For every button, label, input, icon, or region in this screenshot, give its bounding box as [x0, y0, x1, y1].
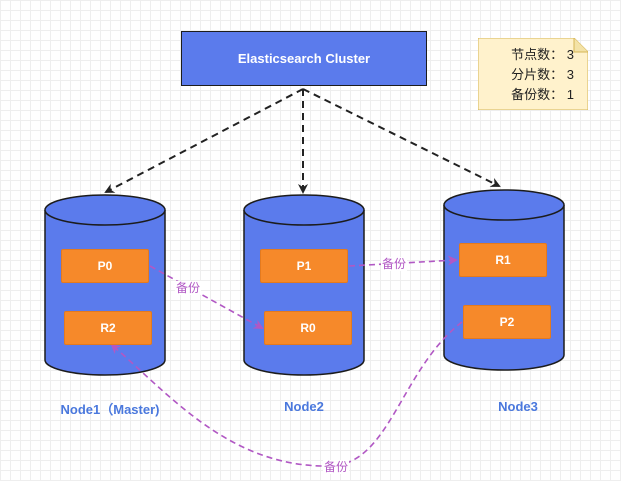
shard-p2: P2: [463, 305, 551, 339]
shard-label: P1: [296, 259, 312, 273]
shard-label: R1: [495, 253, 511, 267]
edge-label-backup-p2: 备份: [323, 460, 350, 474]
edge-label-backup-p0: 备份: [175, 281, 202, 295]
shard-label: R0: [300, 321, 316, 335]
cluster-label: Elasticsearch Cluster: [237, 51, 371, 66]
node2-label: Node2: [284, 399, 324, 414]
arrow-to-node1: [104, 88, 304, 193]
shard-label: P2: [499, 315, 515, 329]
shard-r0: R0: [264, 311, 352, 345]
node3-cylinder: [443, 189, 565, 371]
summary-note: 节点数： 3 分片数： 3 备份数： 1: [478, 38, 588, 110]
edge-label-backup-p1: 备份: [381, 257, 408, 271]
node2-cylinder: [243, 194, 365, 376]
node1-cylinder: [44, 194, 166, 376]
arrow-to-node3: [302, 88, 501, 187]
node1-label: Node1（Master): [60, 402, 160, 417]
node3-label: Node3: [498, 399, 538, 414]
note-line-node-count: 节点数： 3: [511, 47, 574, 62]
note-line-shard-count: 分片数： 3: [511, 67, 574, 82]
shard-label: P0: [97, 259, 113, 273]
shard-r1: R1: [459, 243, 547, 277]
shard-p1: P1: [260, 249, 348, 283]
note-shape: [478, 38, 588, 110]
shard-r2: R2: [64, 311, 152, 345]
backup-edge-p0-r0: [149, 265, 264, 329]
note-line-replica-count: 备份数： 1: [511, 87, 574, 102]
shard-p0: P0: [61, 249, 149, 283]
cluster-arrows: [104, 88, 501, 194]
cluster-box: Elasticsearch Cluster: [181, 31, 427, 86]
shard-label: R2: [100, 321, 116, 335]
